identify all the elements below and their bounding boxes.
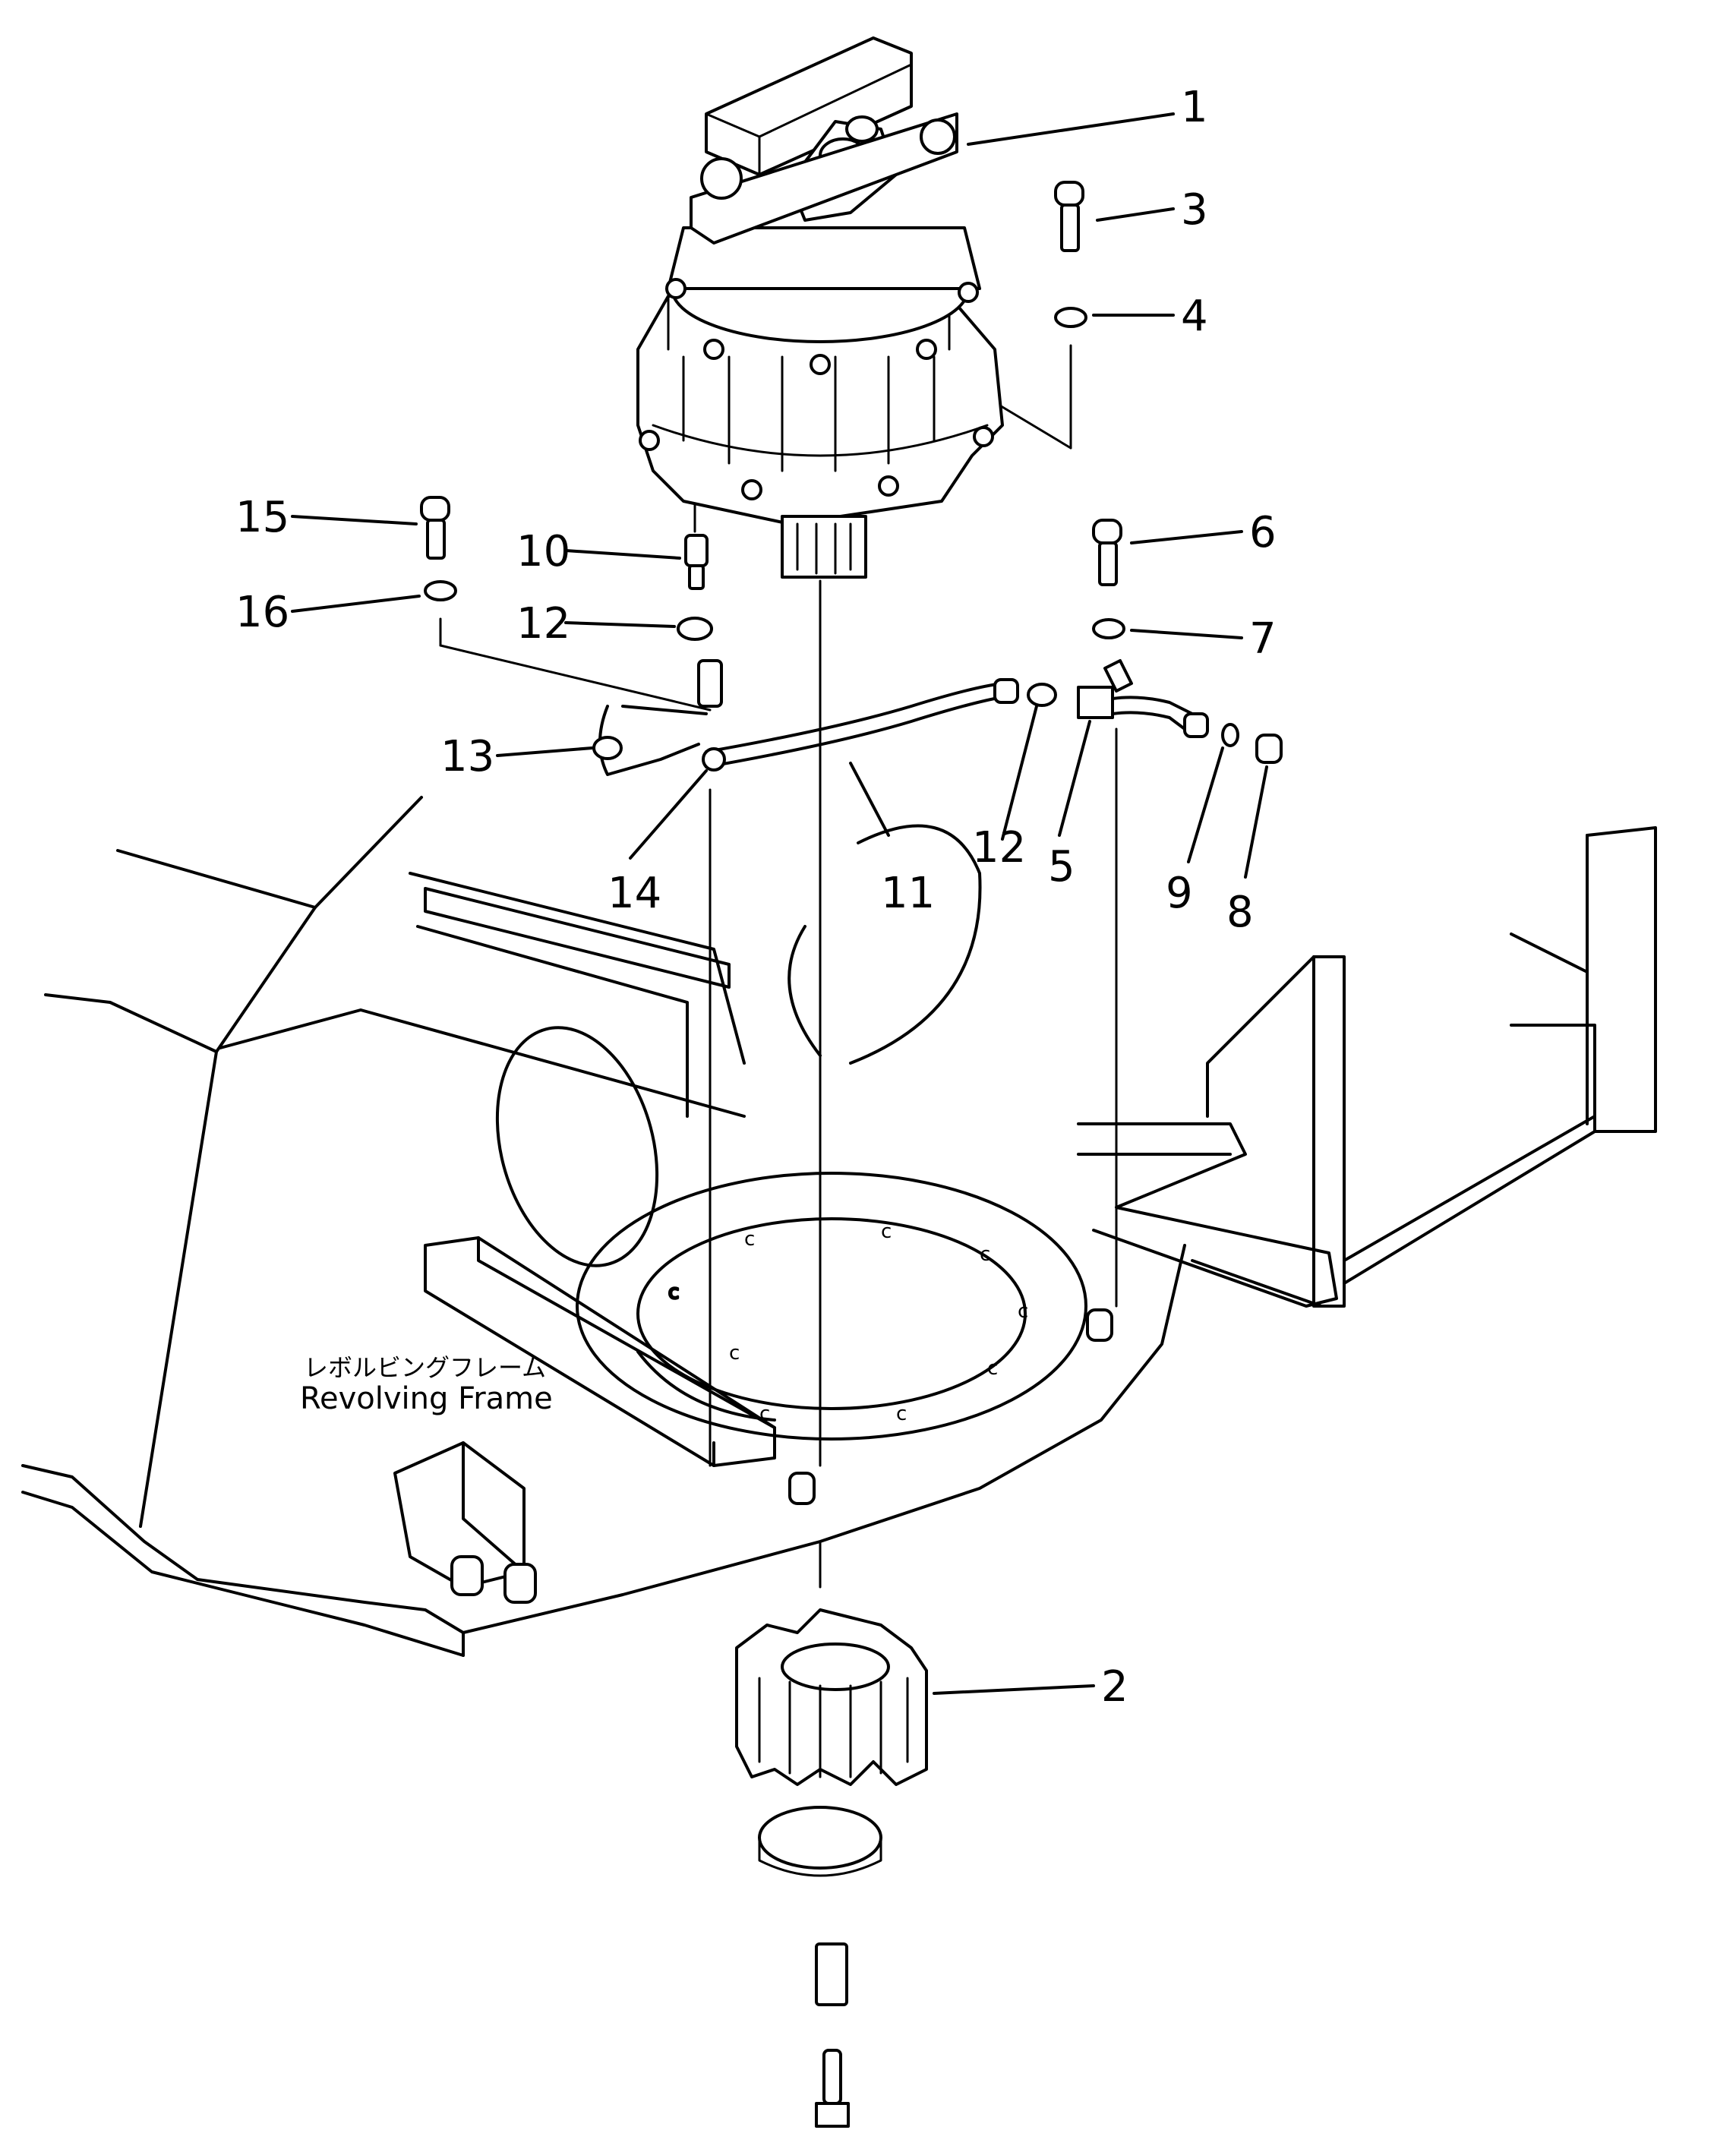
elbow-5 [1077, 659, 1209, 738]
callout-12-lower: 12 [972, 823, 1026, 873]
pinion-gear [735, 1608, 928, 1786]
ring-bolt-holes: c c c c c c c c c [668, 1220, 1029, 1425]
plug-8 [1255, 734, 1283, 764]
leader-lines [291, 112, 1268, 1695]
callout-15: 15 [235, 493, 289, 542]
lock-plate [815, 1942, 848, 2006]
motor-bolt-3 [1054, 181, 1084, 252]
clip-14 [702, 747, 726, 772]
assembly-centerlines [439, 344, 1118, 1589]
svg-text:c: c [744, 1228, 755, 1251]
callout-1: 1 [1181, 83, 1208, 132]
washer-16 [424, 580, 457, 601]
callout-8: 8 [1226, 888, 1254, 937]
callout-12-upper: 12 [516, 599, 570, 648]
swing-motor [636, 36, 1004, 579]
callout-9: 9 [1166, 869, 1193, 918]
callout-2: 2 [1101, 1662, 1128, 1712]
frame-label-japanese: レボルビングフレーム [304, 1353, 546, 1382]
callout-labels: 1 3 4 6 7 15 16 10 12 13 14 11 12 5 9 8 … [235, 83, 1277, 1712]
pipe-clamp-13 [592, 705, 708, 776]
washer-7 [1092, 618, 1125, 639]
callout-4: 4 [1181, 292, 1208, 341]
revolving-frame: c c c c c c c c c [21, 796, 1657, 1657]
callout-14: 14 [608, 869, 661, 918]
svg-text:c: c [980, 1243, 990, 1266]
bolt-15 [420, 496, 450, 560]
svg-text:c: c [729, 1342, 740, 1365]
svg-text:c: c [1018, 1300, 1028, 1323]
stud-near-14 [697, 659, 723, 708]
svg-text:c: c [881, 1220, 892, 1243]
callout-5: 5 [1048, 842, 1075, 891]
fitting-10 [684, 534, 709, 590]
pinion-bolt [815, 2049, 850, 2128]
callout-7: 7 [1249, 614, 1277, 664]
frame-label: レボルビングフレーム Revolving Frame [300, 1353, 553, 1416]
callout-10: 10 [516, 527, 570, 576]
callout-11: 11 [881, 869, 935, 918]
pinion-cover-plate [758, 1806, 882, 1877]
bolt-6 [1092, 519, 1122, 586]
seal-12-upper [677, 617, 713, 641]
callout-16: 16 [235, 588, 289, 637]
callout-6: 6 [1249, 508, 1277, 557]
callout-3: 3 [1181, 185, 1208, 235]
callout-13: 13 [440, 732, 494, 781]
svg-text:c: c [896, 1403, 907, 1425]
o-ring-9 [1221, 723, 1239, 747]
svg-text:c: c [987, 1357, 998, 1380]
frame-label-english: Revolving Frame [300, 1381, 553, 1416]
svg-text:c: c [668, 1281, 679, 1304]
seal-12-lower [1027, 683, 1057, 707]
drain-hose-11 [705, 678, 1019, 768]
washer-4 [1054, 307, 1087, 328]
